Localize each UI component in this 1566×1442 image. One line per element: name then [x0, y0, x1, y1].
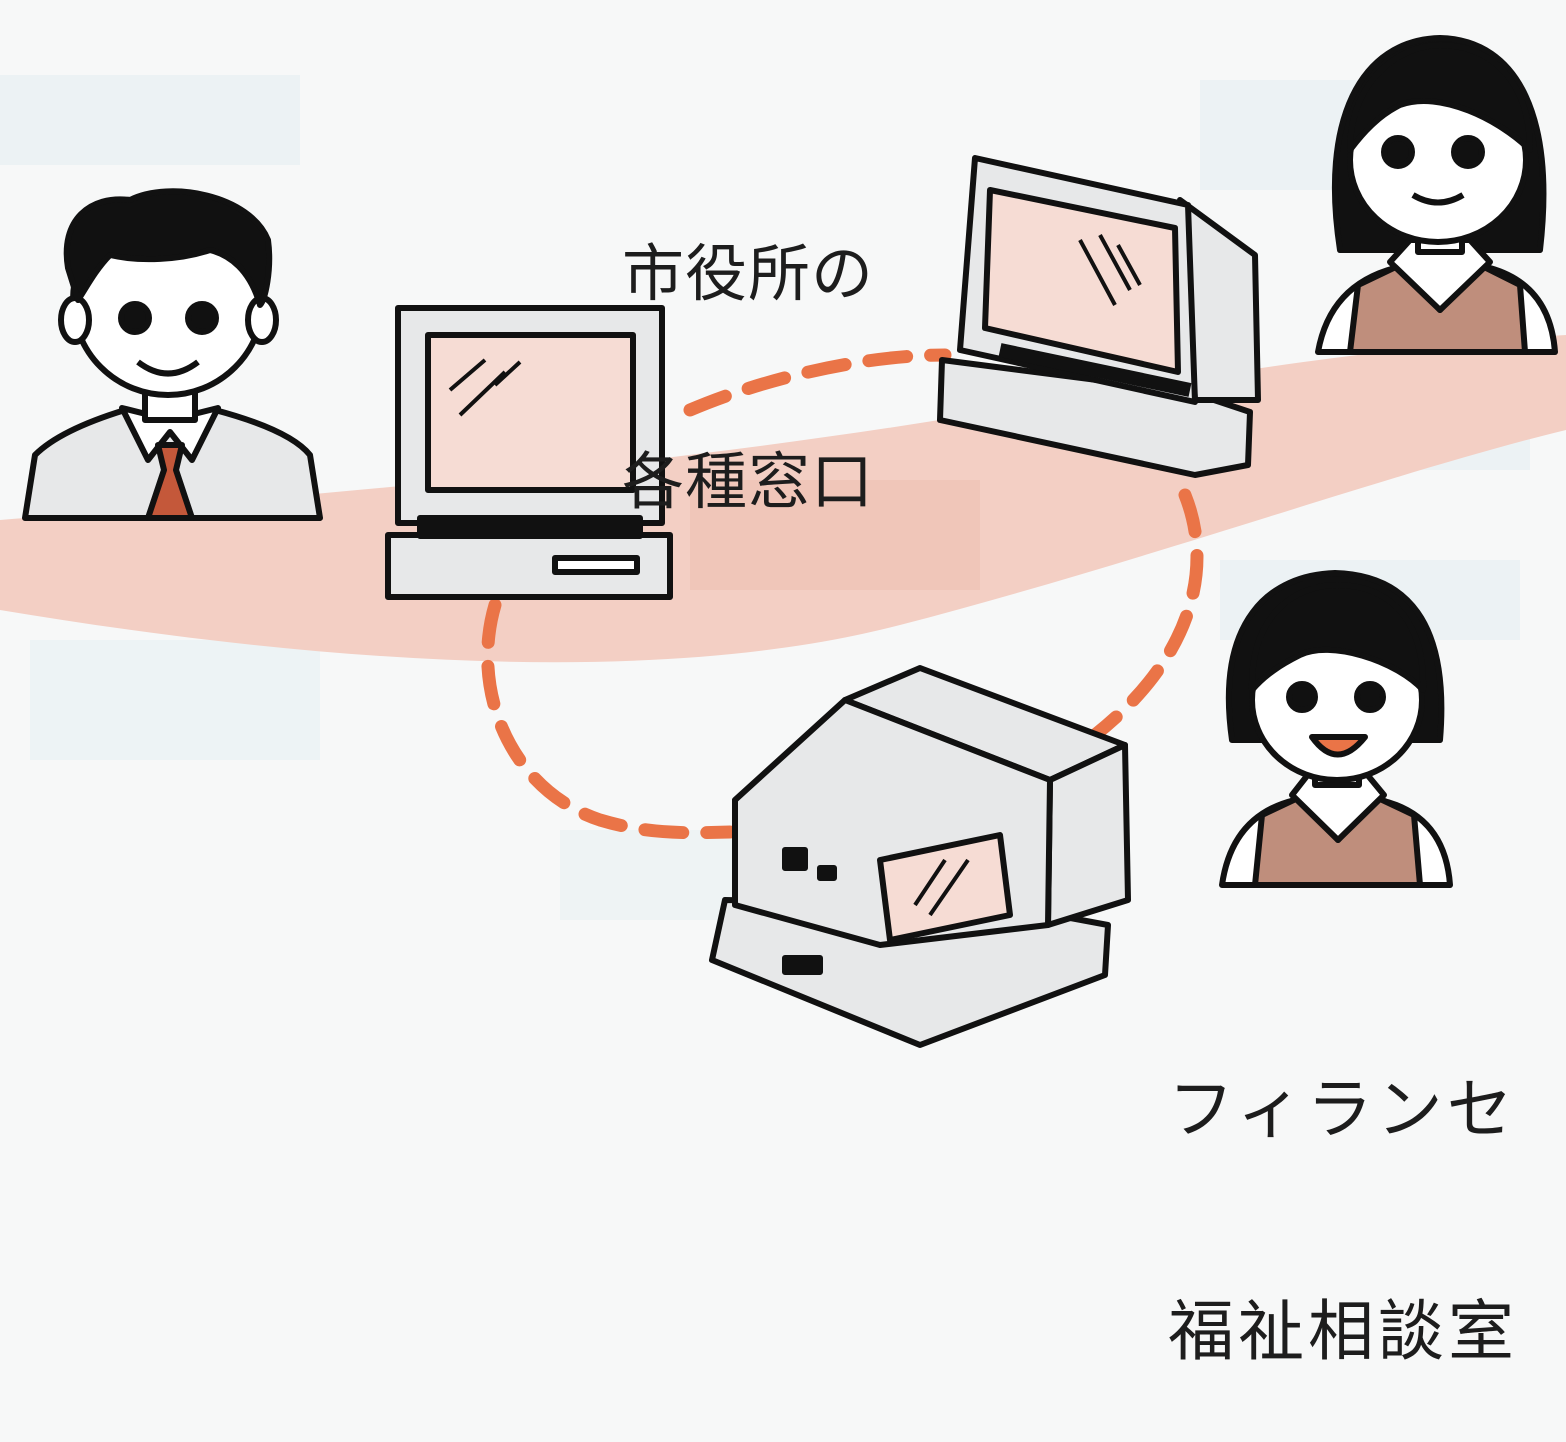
computer-city-hall-2 [937, 155, 1261, 478]
woman-top-figure [1315, 35, 1558, 355]
pc3-button-a [782, 847, 808, 871]
link-pc1-pc2 [683, 348, 952, 417]
woman-bottom-right-eye [1354, 681, 1386, 713]
woman-top-bangs [1347, 42, 1533, 153]
pc2-stand [998, 343, 1192, 397]
city-hall-label-line1: 市役所の [622, 236, 875, 310]
man-smile [136, 359, 200, 377]
man-tie [145, 442, 195, 521]
pc1-screen-glare [448, 358, 522, 417]
pc3-screen [877, 832, 1013, 943]
welfare-office-label-line2: 福祉相談室 [1168, 1292, 1518, 1370]
link-pc1-pc3 [481, 598, 737, 840]
computer-welfare-office [709, 665, 1131, 1048]
man-hair [63, 188, 273, 308]
band-accent [690, 480, 980, 590]
pc3-screen-glare [913, 858, 970, 917]
man-left-eye [118, 301, 152, 335]
man-figure [22, 188, 323, 521]
woman-bottom-open-mouth [1309, 734, 1368, 758]
welfare-office-label-line1: フィランセ [1168, 1070, 1517, 1148]
pc3-button-b [817, 865, 837, 881]
woman-top-left-eye [1381, 135, 1415, 169]
link-pc2-pc3 [1088, 488, 1204, 742]
woman-bottom-left-eye [1286, 681, 1318, 713]
woman-bottom-figure [1219, 570, 1453, 888]
pc2-screen [982, 187, 1181, 375]
pc2-screen-glare [1078, 234, 1142, 306]
pc1-drive-slot [552, 555, 640, 575]
woman-top-smile [1411, 192, 1465, 206]
pc1-screen [425, 332, 636, 493]
woman-top-right-eye [1451, 135, 1485, 169]
pc1-stand [417, 515, 643, 539]
welfare-office-label: フィランセ 福祉相談室 [1168, 925, 1518, 1442]
computer-city-hall-1 [385, 305, 673, 600]
network-links [481, 348, 1204, 840]
city-hall-label-line2: 各種窓口 [622, 445, 875, 519]
man-left-ear [58, 295, 92, 345]
city-hall-label: 市役所の 各種窓口 [622, 100, 874, 586]
woman-top-collar [1387, 237, 1493, 313]
pc3-drive-slot [782, 955, 823, 975]
man-right-eye [185, 301, 219, 335]
network-diagram [0, 35, 1566, 1048]
woman-bottom-bangs [1248, 582, 1427, 693]
